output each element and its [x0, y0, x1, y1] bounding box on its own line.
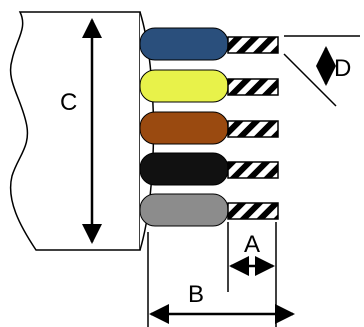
- conductor-gray: [227, 202, 279, 220]
- label-b: B: [188, 281, 204, 308]
- wire-blue: [139, 27, 279, 61]
- insulation-yellow: [139, 69, 229, 103]
- wire-black: [139, 152, 279, 186]
- conductor-black: [227, 161, 279, 179]
- dimension-b: B: [147, 232, 295, 327]
- wire-yellow: [139, 69, 279, 103]
- insulation-black: [139, 152, 229, 186]
- conductor-blue: [227, 36, 279, 54]
- cable-jacket: [9, 11, 141, 251]
- insulation-brown: [139, 111, 229, 145]
- label-d: D: [334, 55, 351, 82]
- dimension-d: D: [283, 35, 360, 107]
- label-c: C: [60, 89, 77, 116]
- insulation-blue: [139, 27, 229, 61]
- wire-brown: [139, 111, 279, 145]
- conductor-brown: [227, 120, 279, 138]
- conductor-yellow: [227, 78, 279, 96]
- wire-gray: [139, 193, 279, 227]
- insulation-gray: [139, 193, 229, 227]
- label-a: A: [244, 231, 260, 258]
- dimension-a: A: [227, 222, 277, 327]
